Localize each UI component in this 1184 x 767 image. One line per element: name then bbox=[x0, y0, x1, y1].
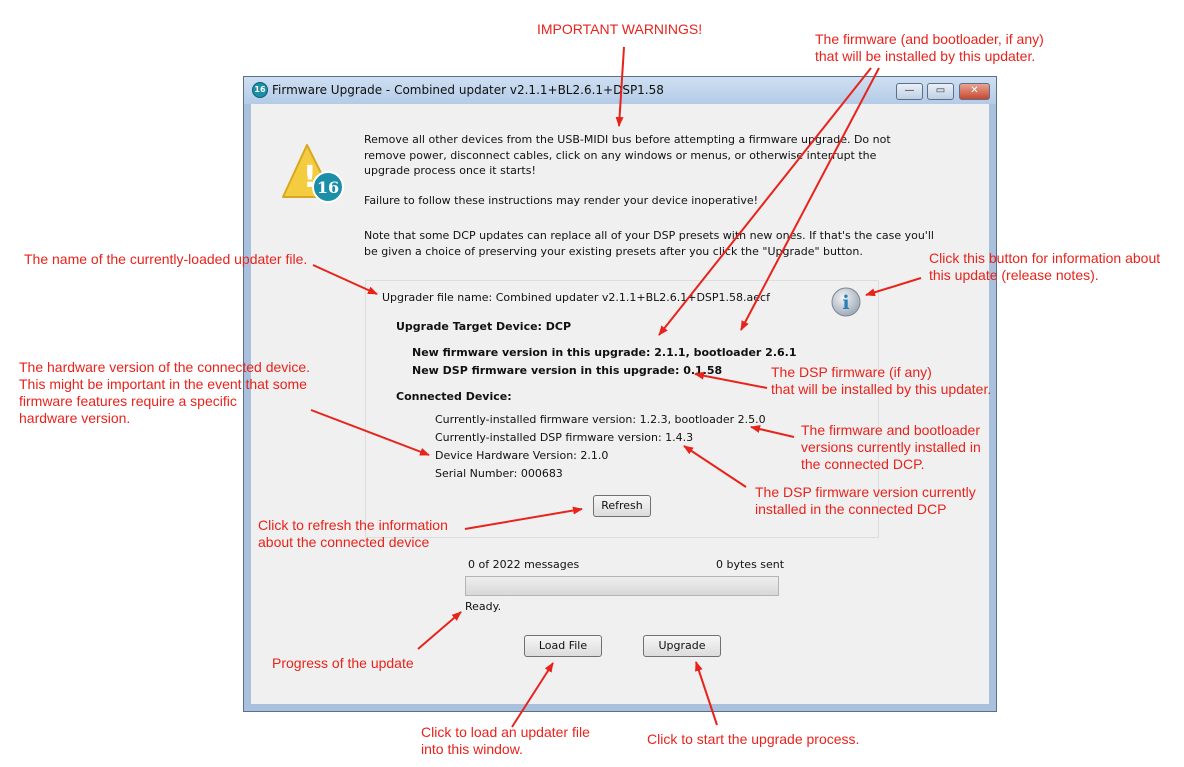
annotation-hardware: The hardware version of the connected de… bbox=[19, 359, 311, 426]
window-title: Firmware Upgrade - Combined updater v2.1… bbox=[272, 83, 664, 97]
annotation-info-button: Click this button for information about … bbox=[929, 250, 1161, 283]
annotation-file-name: The name of the currently-loaded updater… bbox=[24, 251, 308, 267]
arrow-important-warnings bbox=[615, 46, 625, 127]
upgrade-progress-bar bbox=[465, 576, 779, 596]
upgrade-button[interactable]: Upgrade bbox=[643, 635, 721, 657]
close-button[interactable]: ✕ bbox=[959, 83, 990, 100]
serial-number: Serial Number: 000683 bbox=[435, 467, 563, 480]
upgrade-target-device: Upgrade Target Device: DCP bbox=[396, 320, 572, 333]
device-info-panel: Upgrader file name: Combined updater v2.… bbox=[365, 280, 879, 538]
app-icon: 16 bbox=[252, 82, 268, 98]
arrow-current-versions bbox=[750, 425, 795, 438]
annotation-current-dsp: The DSP firmware version currently insta… bbox=[755, 484, 976, 517]
updater-file-name: Upgrader file name: Combined updater v2.… bbox=[382, 291, 770, 304]
messages-count: 0 of 2022 messages bbox=[468, 558, 580, 571]
arrow-current-dsp bbox=[683, 445, 747, 488]
refresh-button[interactable]: Refresh bbox=[593, 495, 651, 517]
warning-icon: ! 16 bbox=[282, 144, 344, 203]
maximize-button[interactable]: ▭ bbox=[927, 83, 954, 100]
arrow-dsp-installed bbox=[694, 371, 768, 389]
annotation-current-versions: The firmware and bootloader versions cur… bbox=[801, 422, 981, 472]
dialog-client-area: ! 16 Remove all other devices from the U… bbox=[251, 104, 989, 704]
warning-line-1: Remove all other devices from the USB-MI… bbox=[364, 133, 891, 146]
arrow-progress bbox=[417, 611, 462, 650]
bytes-sent: 0 bytes sent bbox=[716, 558, 785, 571]
arrow-load-file bbox=[511, 662, 554, 728]
warning-line-4: Failure to follow these instructions may… bbox=[364, 194, 759, 207]
annotation-important-warnings: IMPORTANT WARNINGS! bbox=[537, 21, 703, 37]
warning-line-2: remove power, disconnect cables, click o… bbox=[364, 149, 877, 162]
arrow-refresh bbox=[464, 506, 583, 530]
connected-device-heading: Connected Device: bbox=[396, 390, 512, 403]
arrow-firmware-installed-2 bbox=[740, 67, 880, 331]
status-text: Ready. bbox=[465, 600, 502, 613]
new-firmware-version: New firmware version in this upgrade: 2.… bbox=[412, 346, 797, 359]
info-icon: i bbox=[842, 292, 849, 314]
arrow-upgrade bbox=[695, 661, 718, 726]
warning-line-3: upgrade process once it starts! bbox=[364, 164, 536, 177]
annotation-refresh: Click to refresh the information about t… bbox=[258, 517, 448, 550]
annotation-load-file: Click to load an updater file into this … bbox=[421, 724, 590, 757]
annotation-firmware-installed: The firmware (and bootloader, if any) th… bbox=[815, 31, 1044, 64]
warning-line-6: be given a choice of preserving your exi… bbox=[364, 245, 863, 258]
firmware-upgrade-window: 16 Firmware Upgrade - Combined updater v… bbox=[243, 76, 997, 712]
device-hardware-version: Device Hardware Version: 2.1.0 bbox=[435, 449, 609, 462]
load-file-button[interactable]: Load File bbox=[524, 635, 602, 657]
minimize-button[interactable]: — bbox=[896, 83, 923, 100]
annotation-upgrade: Click to start the upgrade process. bbox=[647, 731, 860, 747]
new-dsp-firmware-version: New DSP firmware version in this upgrade… bbox=[412, 364, 723, 377]
installed-dsp-firmware-version: Currently-installed DSP firmware version… bbox=[435, 431, 694, 444]
annotation-dsp-installed: The DSP firmware (if any) that will be i… bbox=[771, 364, 992, 397]
arrow-file-name bbox=[312, 264, 378, 295]
warning-icon-badge: 16 bbox=[317, 178, 339, 197]
annotation-progress: Progress of the update bbox=[272, 655, 414, 671]
installed-firmware-version: Currently-installed firmware version: 1.… bbox=[435, 413, 766, 426]
arrow-info-button bbox=[865, 277, 922, 297]
arrow-hardware bbox=[310, 409, 430, 456]
arrow-firmware-installed-1 bbox=[658, 67, 872, 336]
info-button[interactable]: i bbox=[830, 286, 862, 318]
